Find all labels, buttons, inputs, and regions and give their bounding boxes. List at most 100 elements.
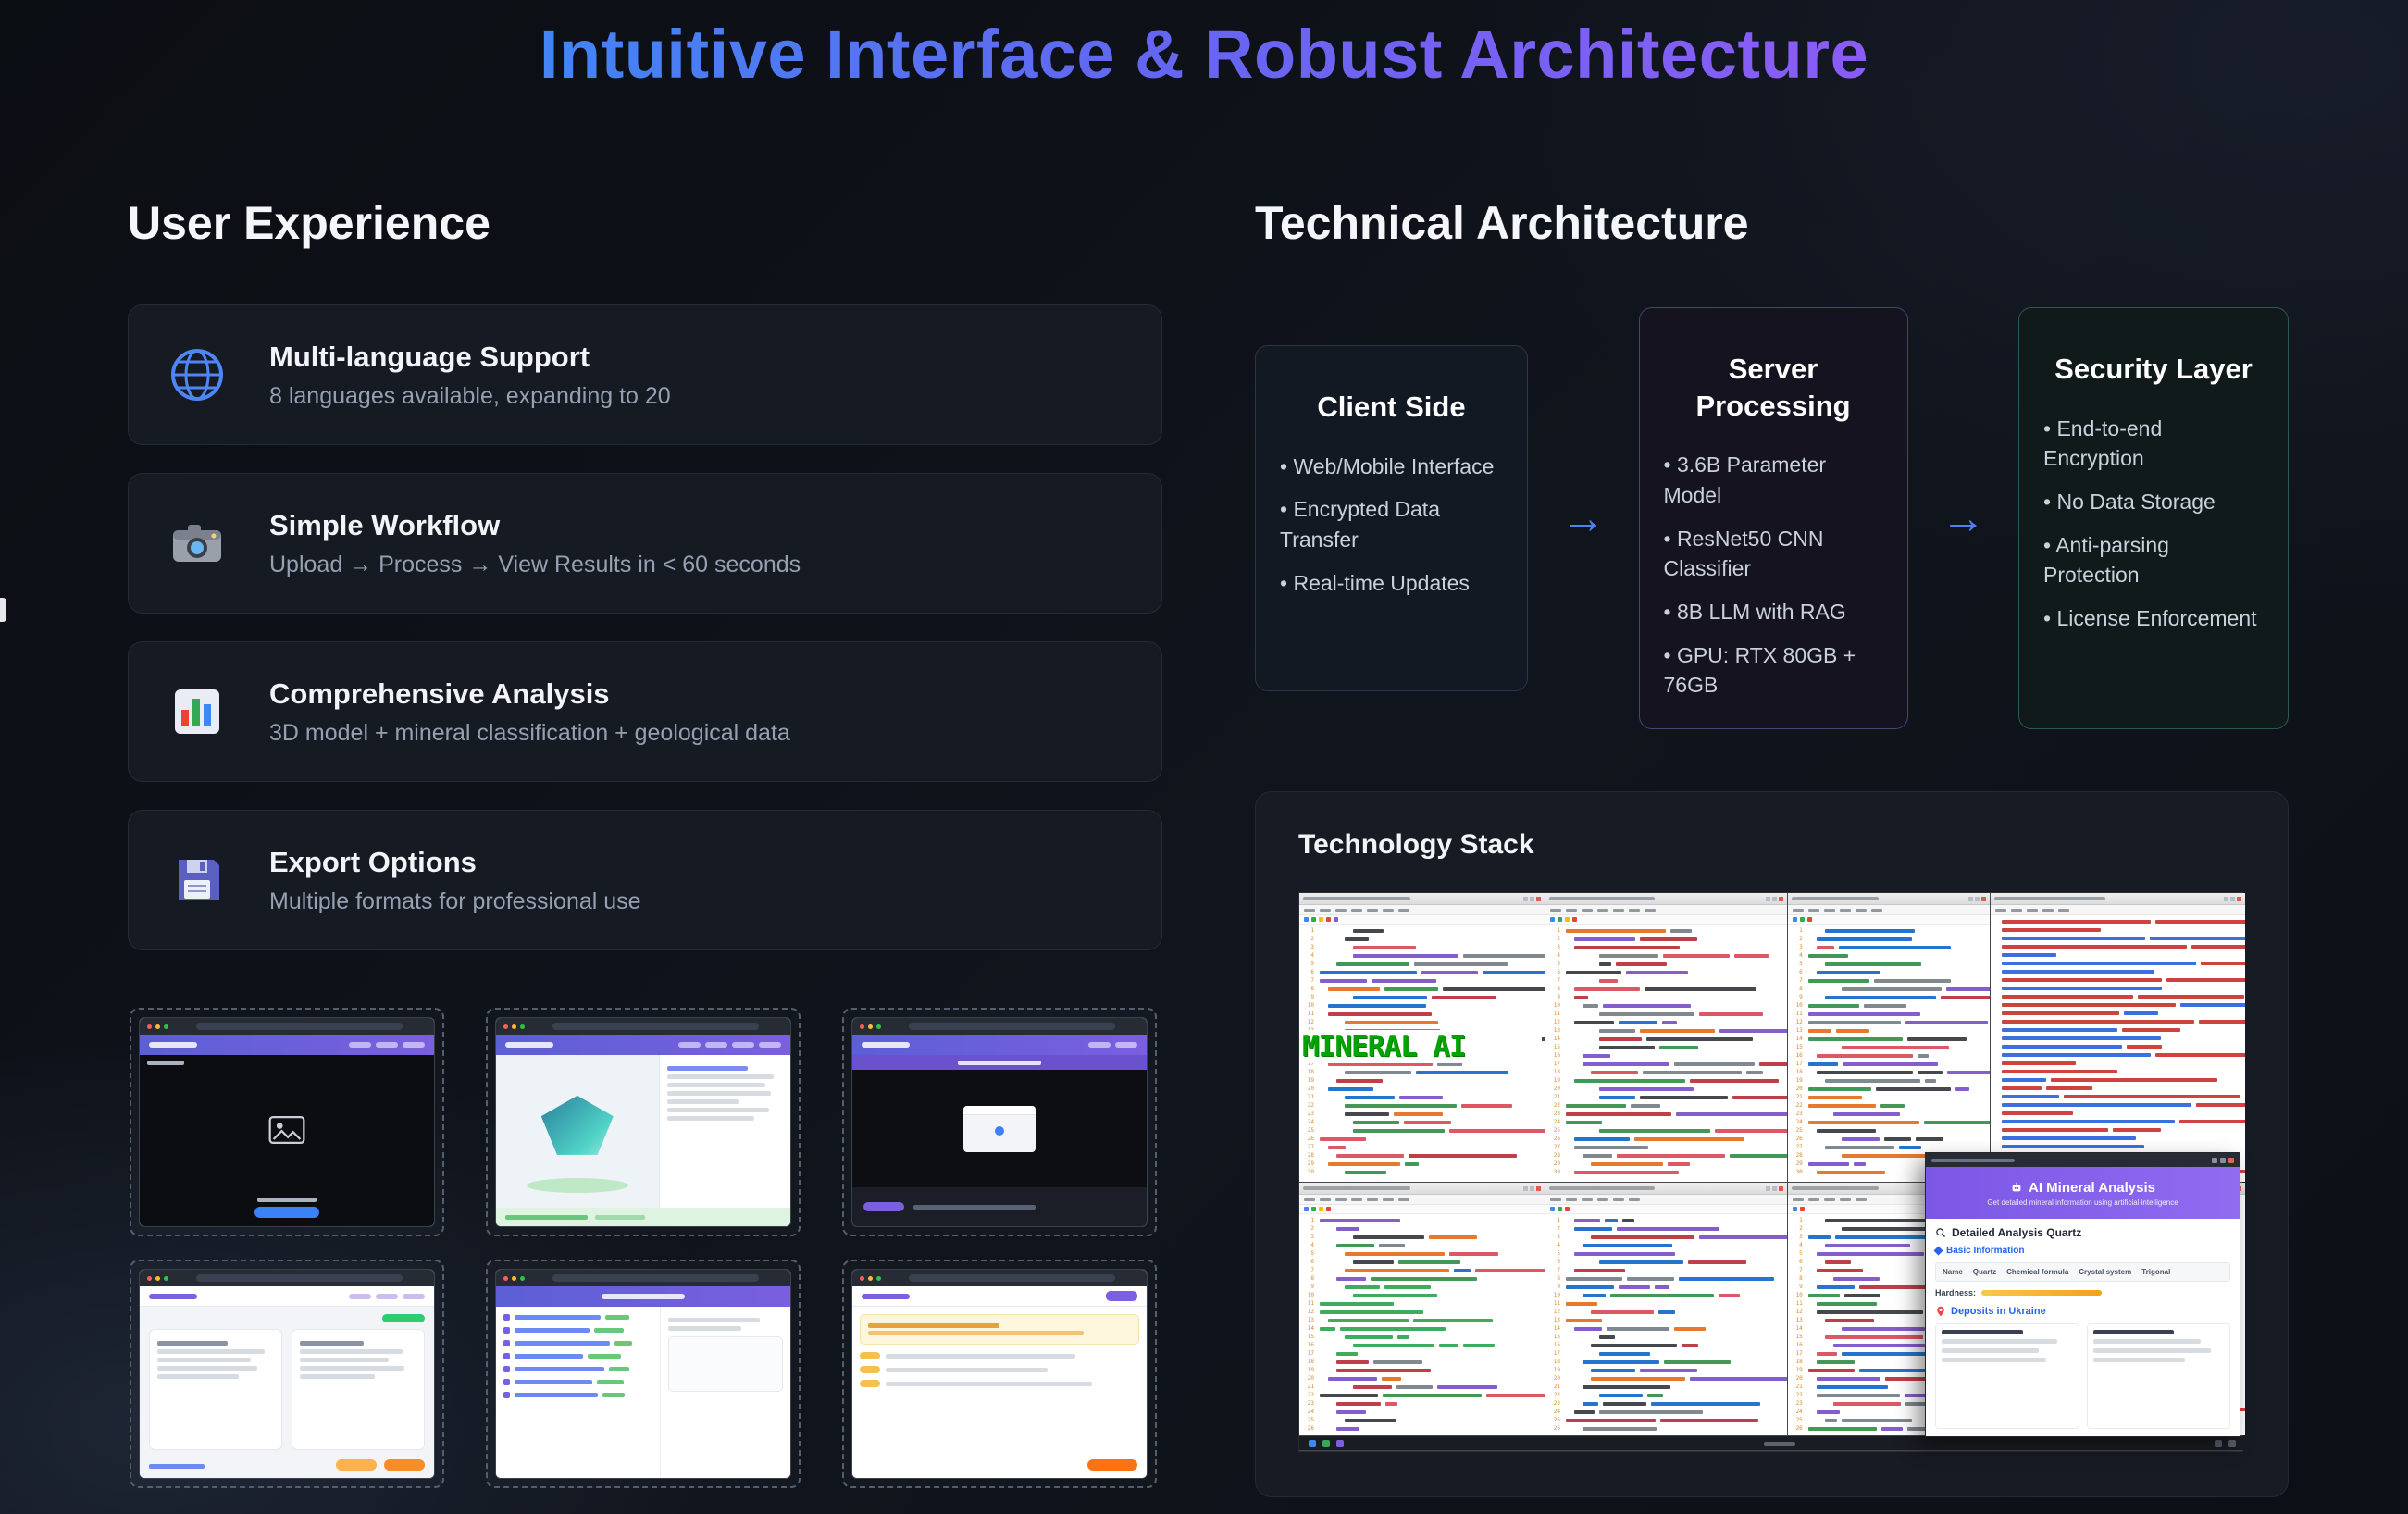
url-bar <box>909 1274 1115 1282</box>
toolbar <box>1545 915 1787 925</box>
browser-chrome <box>496 1018 790 1035</box>
3d-model-viewport <box>496 1055 659 1208</box>
screenshot-thumbnail-3d-viewer[interactable] <box>486 1008 801 1236</box>
menu-bar <box>1545 1195 1787 1205</box>
code-line: 16 <box>1992 1042 2245 1050</box>
screenshot-thumbnail-results[interactable] <box>130 1260 444 1488</box>
code-line: 20 <box>1547 1085 1787 1093</box>
magnifier-icon <box>1936 1228 1945 1237</box>
code-line: 15 <box>1547 1043 1787 1051</box>
code-line: 24 <box>1790 1408 1990 1416</box>
code-line: 14 <box>1992 1025 2245 1034</box>
code-line: 5 <box>1301 1249 1545 1258</box>
arch-card-item: Encrypted Data Transfer <box>1280 494 1503 554</box>
code-line: 4 <box>1547 951 1787 960</box>
code-line: 19 <box>1301 1366 1545 1374</box>
table-cell: Chemical formula <box>2006 1268 2069 1276</box>
code-line: 1 <box>1547 1216 1787 1224</box>
browser-chrome <box>140 1018 434 1035</box>
arch-card-item: 8B LLM with RAG <box>1664 597 1883 627</box>
code-line: 19 <box>1547 1366 1787 1374</box>
code-line: 30 <box>1547 1168 1787 1176</box>
code-line: 3 <box>1547 943 1787 951</box>
code-line: 19 <box>1992 1067 2245 1075</box>
code-line: 25 <box>1301 1126 1545 1135</box>
window-titlebar <box>1787 893 1990 905</box>
arch-card-item: Anti-parsing Protection <box>2043 530 2264 590</box>
analysis-heading: Detailed Analysis Quartz <box>1952 1226 2082 1239</box>
code-line: 17 <box>1790 1349 1990 1358</box>
code-line: 26 <box>1547 1424 1787 1433</box>
code-line: 18 <box>1992 1059 2245 1067</box>
screenshot-thumbnail-upload[interactable] <box>130 1008 444 1236</box>
code-line: 10 <box>1547 1001 1787 1010</box>
site-navbar <box>852 1035 1147 1055</box>
feature-card-workflow: Simple Workflow Upload → Process → View … <box>128 473 1162 614</box>
code-line: 11 <box>1992 1000 2245 1009</box>
toolbar <box>1299 1205 1545 1214</box>
screenshot-thumbnail-dark-analysis[interactable] <box>842 1008 1157 1236</box>
code-line: 2 <box>1547 935 1787 943</box>
code-line: 17 <box>1547 1349 1787 1358</box>
code-line: 21 <box>1301 1093 1545 1101</box>
code-line: 24 <box>1992 1109 2245 1117</box>
code-line: 8 <box>1790 985 1990 993</box>
code-line: 25 <box>1992 1117 2245 1125</box>
code-line: 13 <box>1790 1316 1990 1324</box>
action-button <box>863 1202 904 1211</box>
code-line: 16 <box>1790 1051 1990 1060</box>
code-line: 23 <box>1301 1110 1545 1118</box>
arch-card-title: Server Processing <box>1695 353 1851 422</box>
image-placeholder-icon <box>268 1116 305 1145</box>
screenshot-thumbnail-report[interactable] <box>486 1260 801 1488</box>
code-line: 6 <box>1547 968 1787 976</box>
code-line: 25 <box>1301 1416 1545 1424</box>
arch-card-item: License Enforcement <box>2043 603 2264 634</box>
code-line: 28 <box>1547 1151 1787 1160</box>
code-line: 17 <box>1547 1060 1787 1068</box>
arch-card-list: 3.6B Parameter Model ResNet50 CNN Classi… <box>1664 450 1883 714</box>
ascii-art-banner: MINERAL AI <box>1302 1030 1542 1063</box>
browser-window <box>851 1017 1148 1227</box>
arch-card-client-side: Client Side Web/Mobile Interface Encrypt… <box>1255 345 1528 691</box>
code-line: 3 <box>1301 943 1545 951</box>
menu-bar <box>1990 905 2245 915</box>
result-card <box>292 1329 425 1450</box>
deposit-card <box>1935 1323 2079 1429</box>
screenshot-thumbnail-alerts[interactable] <box>842 1260 1157 1488</box>
code-line: 21 <box>1992 1084 2245 1092</box>
feature-text: Export Options Multiple formats for prof… <box>269 846 641 915</box>
code-line: 12 <box>1547 1308 1787 1316</box>
browser-window <box>495 1017 791 1227</box>
section-heading-user-experience: User Experience <box>128 197 490 249</box>
code-line: 14 <box>1301 1324 1545 1333</box>
mineral-3d-model <box>540 1095 614 1155</box>
code-line: 14 <box>1547 1324 1787 1333</box>
code-line: 8 <box>1301 1274 1545 1283</box>
code-line: 25 <box>1790 1126 1990 1135</box>
log-pane: 1234567891011121314151617181920212223242… <box>1990 893 2245 1182</box>
log-area: 1234567891011121314151617181920212223242… <box>1990 915 2245 1182</box>
code-editor-pane: 1234567891011121314151617181920212223242… <box>1299 893 1545 1182</box>
feature-description: Multiple formats for professional use <box>269 887 641 914</box>
banner-strip <box>852 1055 1147 1070</box>
code-line: 18 <box>1790 1358 1990 1366</box>
code-line: 29 <box>1547 1160 1787 1168</box>
url-bar <box>552 1274 759 1282</box>
bar-chart-icon <box>175 689 219 734</box>
code-line: 1 <box>1790 1216 1990 1224</box>
code-line: 22 <box>1547 1101 1787 1110</box>
code-line: 17 <box>1992 1050 2245 1059</box>
feature-description: 3D model + mineral classification + geol… <box>269 719 790 746</box>
code-line: 16 <box>1301 1341 1545 1349</box>
window-titlebar <box>1990 893 2245 905</box>
code-line: 15 <box>1301 1333 1545 1341</box>
technology-stack-panel: Technology Stack 12345678910111213141516… <box>1255 791 2289 1497</box>
code-line: 14 <box>1790 1035 1990 1043</box>
code-line: 19 <box>1790 1366 1990 1374</box>
code-line: 29 <box>1301 1160 1545 1168</box>
code-line: 11 <box>1547 1299 1787 1308</box>
code-line: 8 <box>1992 975 2245 984</box>
